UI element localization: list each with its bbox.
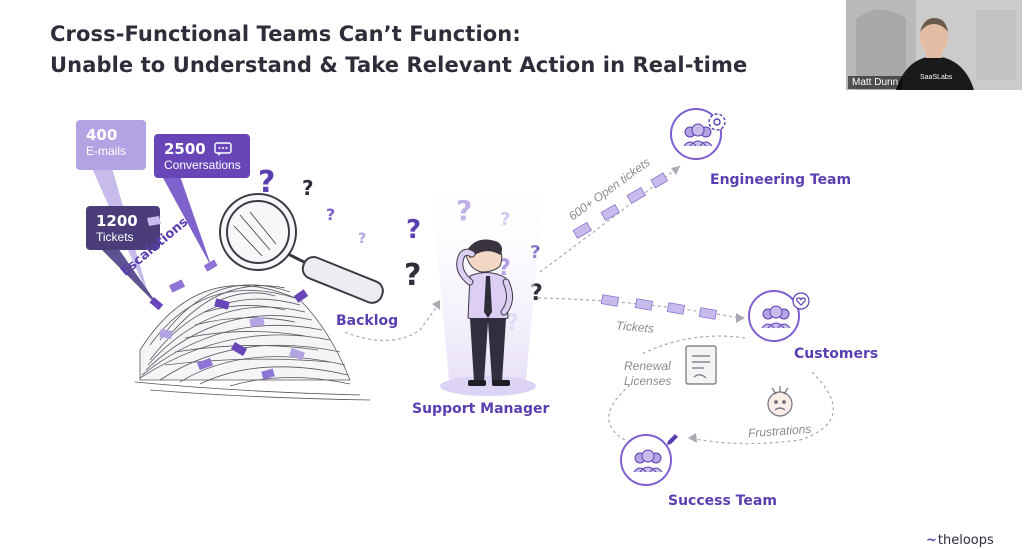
- emails-label: E-mails: [86, 144, 127, 158]
- pile-ticket-chips: [149, 259, 309, 380]
- success-to-customers-loop: [608, 384, 631, 441]
- renewal-loop-arrow: [639, 335, 746, 356]
- customers-circle: [748, 290, 800, 342]
- people-group-icon: [761, 305, 791, 329]
- emails-count: 400: [86, 126, 118, 144]
- tickets-callout-pointer: [100, 248, 160, 308]
- svg-text:?: ?: [302, 176, 314, 200]
- frustrated-face-icon: [767, 386, 793, 417]
- manager-to-customers-arrow: [537, 297, 741, 319]
- spotlight-floor: [440, 376, 536, 396]
- conversations-stat-box: 2500 Conversations: [154, 134, 250, 178]
- svg-text:?: ?: [326, 205, 335, 224]
- gear-icon: [708, 113, 726, 131]
- pencil-icon: [667, 434, 678, 445]
- support-manager-label: Support Manager: [412, 401, 550, 417]
- slide-title-line-2: Unable to Understand & Take Relevant Act…: [50, 53, 748, 77]
- brand-logo: ~theloops: [926, 533, 994, 548]
- backlog-pile: [134, 284, 371, 401]
- magnifier-icon: [219, 193, 384, 304]
- svg-text:?: ?: [358, 231, 366, 247]
- slide-title-line-1: Cross-Functional Teams Can’t Function:: [50, 22, 521, 46]
- presenter-video[interactable]: SaaSLabs: [846, 0, 1022, 90]
- logo-mark-icon: ~: [926, 533, 937, 548]
- presenter-name-tag: Matt Dunn: [848, 76, 903, 89]
- customers-ticket-chips: [600, 294, 718, 320]
- emails-stat-box: 400 E-mails: [76, 120, 146, 170]
- customers-label: Customers: [794, 346, 879, 362]
- customers-to-success-arrow: [689, 371, 834, 445]
- licenses-label: Licenses: [624, 374, 672, 388]
- engineering-team-label: Engineering Team: [710, 172, 852, 188]
- svg-text:?: ?: [258, 165, 275, 200]
- svg-text:?: ?: [404, 258, 421, 293]
- license-document-icon: [685, 345, 717, 385]
- ticket-icon: [146, 216, 161, 226]
- success-team-label: Success Team: [668, 493, 777, 509]
- engineering-team-circle: [670, 108, 722, 160]
- brand-logo-text: theloops: [937, 533, 994, 548]
- tickets-label: Tickets: [96, 230, 134, 244]
- presenter-shirt-logo: SaaSLabs: [920, 74, 953, 81]
- success-team-circle: [620, 434, 672, 486]
- conversations-count: 2500: [164, 140, 206, 158]
- chat-bubble-icon: [214, 142, 232, 156]
- tickets-count: 1200: [96, 212, 138, 230]
- conversations-label: Conversations: [164, 158, 241, 172]
- renewal-label: Renewal: [624, 359, 671, 373]
- tickets-stat-box: 1200 Tickets: [86, 206, 161, 250]
- presenter-video-frame: [846, 0, 1022, 90]
- backlog-label: Backlog: [336, 313, 399, 329]
- people-group-icon: [683, 123, 713, 147]
- conversations-callout-pointer: [162, 176, 212, 268]
- svg-text:?: ?: [406, 215, 421, 245]
- engineering-ticket-chips: [572, 172, 669, 239]
- heart-icon: [792, 292, 810, 310]
- people-group-icon: [633, 449, 663, 473]
- manager-to-engineering-arrow: [539, 165, 681, 273]
- support-manager-figure: [456, 239, 513, 386]
- flow-arrowheads: [432, 166, 745, 443]
